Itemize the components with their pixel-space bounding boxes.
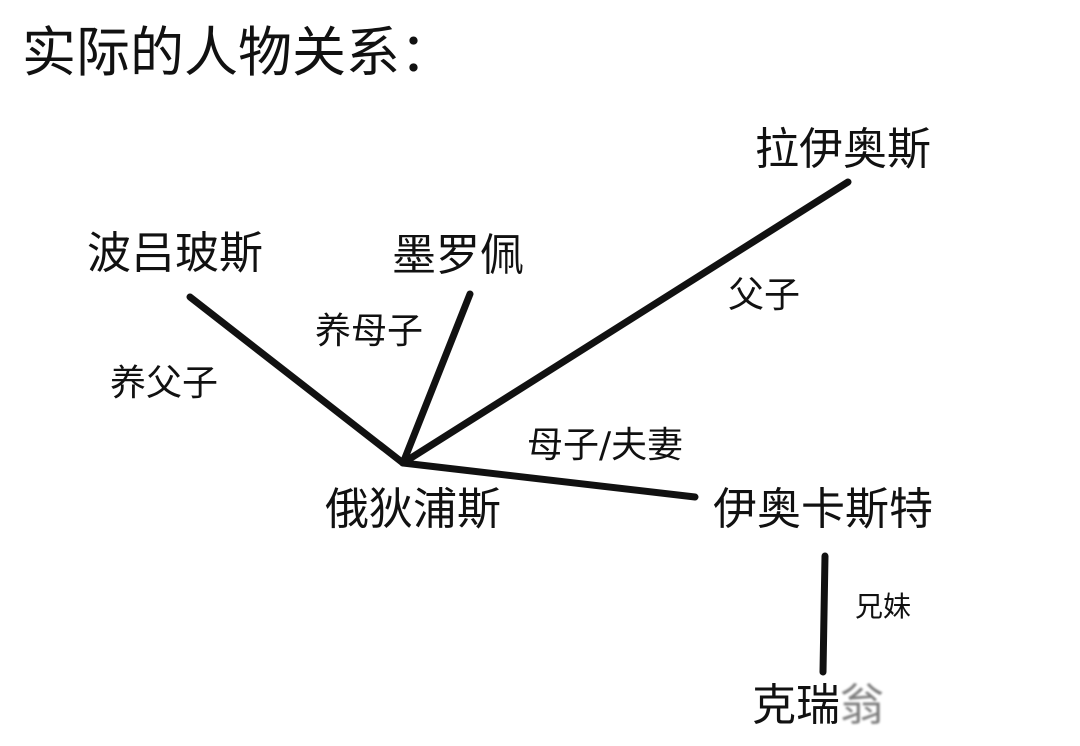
label-jocasta-oedipus: 母子/夫妻 [527,425,684,466]
node-merope: 墨罗佩 [392,230,524,281]
creon-obscured-text: 翁 [840,680,884,731]
node-creon: 克瑞翁 [752,684,884,728]
label-jocasta-creon: 兄妹 [855,590,912,623]
creon-visible-text: 克瑞 [752,680,840,731]
edge-jocasta-oedipus [399,459,699,501]
label-polybus-oedipus: 养父子 [110,363,219,404]
node-laius: 拉伊奥斯 [755,124,931,175]
node-polybus: 波吕玻斯 [87,228,263,279]
edge-merope-oedipus [399,290,474,467]
node-oedipus: 俄狄浦斯 [325,484,501,535]
page-title: 实际的人物关系： [22,21,454,84]
label-laius-oedipus: 父子 [728,275,801,316]
label-merope-oedipus: 养母子 [315,311,424,352]
edge-jocasta-creon [819,552,829,676]
edge-laius-oedipus [399,178,852,467]
edge-polybus-oedipus [186,293,407,467]
node-jocasta: 伊奥卡斯特 [713,484,933,535]
